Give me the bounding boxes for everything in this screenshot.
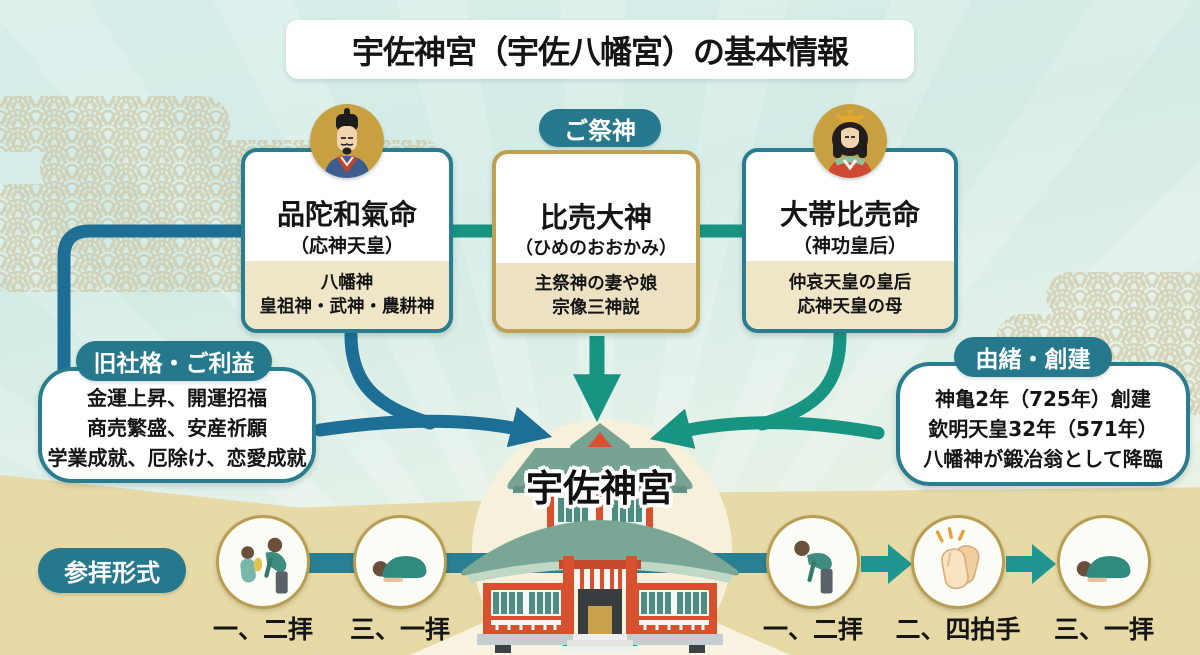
worship-step-circle [1057, 515, 1151, 609]
card-top: 比売大神 （ひめのおおかみ） [496, 154, 696, 263]
left-branch [344, 328, 437, 430]
worship-step-label: 一、二拝 [762, 615, 863, 644]
emperor-avatar-icon [310, 104, 384, 178]
deity-alias: （応神天皇） [289, 235, 404, 257]
deep-bow-icon [372, 556, 427, 582]
emperor-avatar [310, 104, 384, 178]
deity-name: 大帯比売命 [779, 198, 920, 232]
deity-desc-line: 宗像三神説 [552, 297, 640, 318]
deity-desc-line: 主祭神の妻や娘 [534, 273, 658, 294]
benefits-badge: 旧社格・ご利益 [76, 341, 272, 381]
bow-pair-icon [240, 537, 288, 594]
deity-alias: （神功皇后） [792, 235, 907, 257]
deity-desc-line: 八幡神 [320, 272, 374, 293]
empress-avatar-icon [813, 104, 887, 178]
deity-name: 比売大神 [539, 201, 652, 235]
benefits-bubble: 金運上昇、開運招福 商売繁盛、安産祈願 学業成就、厄除け、恋愛成就 [38, 367, 316, 483]
deity-description: 仲哀天皇の皇后 応神天皇の母 [746, 261, 954, 329]
card-top: 品陀和氣命 （応神天皇） [245, 152, 449, 261]
worship-step-circle [766, 515, 860, 609]
empress-avatar [813, 104, 887, 178]
worship-step-label: 二、四拍手 [895, 615, 1021, 644]
deity-desc-line: 皇祖神・武神・農耕神 [259, 296, 435, 317]
deep-bow-icon [1076, 556, 1131, 582]
card-top: 大帯比売命 （神功皇后） [746, 152, 954, 261]
step-arrow-2 [1006, 544, 1056, 584]
deity-desc-line: 応神天皇の母 [797, 296, 903, 317]
clap-icon [935, 527, 980, 590]
deity-name: 品陀和氣命 [276, 198, 417, 232]
deity-description: 主祭神の妻や娘 宗像三神説 [496, 263, 696, 329]
deity-alias: （ひめのおおかみ） [515, 238, 677, 259]
benefit-line: 商売繁盛、安産祈願 [87, 416, 267, 440]
deity-desc-line: 仲哀天皇の皇后 [788, 272, 912, 293]
bow-icon [794, 540, 833, 594]
benefits-connector [57, 224, 253, 379]
shrine-illustration [461, 423, 739, 653]
history-bubble: 神亀2年（725年）創建 欽明天皇32年（571年） 八幡神が鍛冶翁として降臨 [896, 362, 1190, 486]
history-line: 欽明天皇32年（571年） [928, 417, 1158, 441]
benefit-line: 金運上昇、開運招福 [87, 386, 267, 410]
page-title: 宇佐神宮（宇佐八幡宮）の基本情報 [351, 32, 849, 71]
worship-step-circle [911, 515, 1005, 609]
history-line: 神亀2年（725年）創建 [935, 387, 1151, 411]
deity-description: 八幡神 皇祖神・武神・農耕神 [245, 261, 449, 329]
benefit-line: 学業成就、厄除け、恋愛成就 [47, 446, 307, 470]
worship-badge: 参拝形式 [38, 548, 186, 593]
step-arrow-1 [861, 544, 912, 584]
title-banner: 宇佐神宮（宇佐八幡宮）の基本情報 [286, 20, 914, 79]
worship-step-label: 三、一拝 [349, 615, 450, 644]
deity-card-hondawake: 品陀和氣命 （応神天皇） 八幡神 皇祖神・武神・農耕神 [241, 148, 453, 333]
deity-badge: ご祭神 [539, 109, 661, 147]
shrine-name-label: 宇佐神宮 [526, 467, 674, 510]
worship-step-label: 三、一拝 [1053, 615, 1154, 644]
worship-step-circle [353, 515, 447, 609]
worship-step-circle [216, 515, 310, 609]
history-line: 八幡神が鍛冶翁として降臨 [923, 447, 1163, 471]
worship-step-label: 一、二拝 [212, 615, 313, 644]
deity-card-ootarashi: 大帯比売命 （神功皇后） 仲哀天皇の皇后 応神天皇の母 [742, 148, 958, 333]
right-branch [755, 328, 847, 431]
deity-card-himeno: 比売大神 （ひめのおおかみ） 主祭神の妻や娘 宗像三神説 [492, 150, 700, 333]
history-badge: 由緒・創建 [954, 337, 1112, 377]
